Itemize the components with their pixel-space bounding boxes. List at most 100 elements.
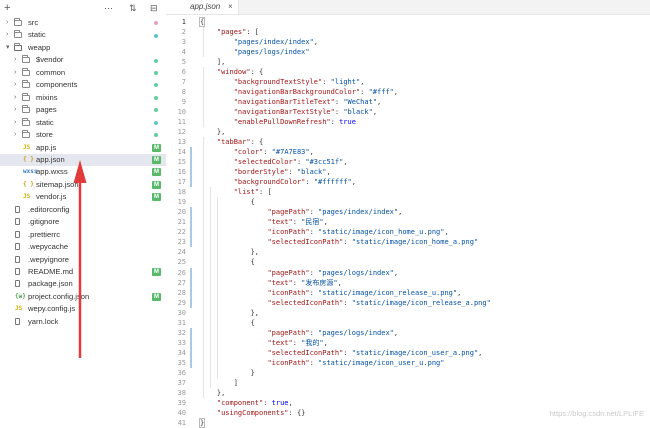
collapse-all-icon[interactable]: ⊟ — [150, 3, 158, 13]
indent-guide — [217, 197, 218, 258]
code-line[interactable]: "iconPath": "static/image/icon_home_u.pn… — [200, 227, 449, 237]
tree-item-gitignore[interactable]: .gitignore — [0, 216, 166, 228]
chevron-right-icon[interactable]: › — [14, 93, 17, 101]
matching-brace: { — [198, 17, 206, 27]
code-line[interactable]: { — [198, 17, 206, 27]
line-number: 24 — [177, 248, 186, 257]
json-string: "pages/index/index" — [233, 38, 314, 47]
tree-item-store[interactable]: ›store — [0, 129, 166, 141]
tree-item-static[interactable]: ›static — [0, 29, 166, 41]
code-line[interactable]: "selectedColor": "#3cc51f", — [200, 157, 348, 167]
tree-item-common[interactable]: ›common — [0, 67, 166, 79]
code-line[interactable]: "enablePullDownRefresh": true — [200, 117, 356, 127]
code-line[interactable]: "pagePath": "pages/index/index", — [200, 207, 402, 217]
tree-item-mixins[interactable]: ›mixins — [0, 92, 166, 104]
chevron-right-icon[interactable]: › — [14, 131, 17, 139]
code-line[interactable]: "pagePath": "pages/logs/index", — [200, 328, 398, 338]
tab-app-json[interactable]: app.json × — [166, 0, 239, 14]
code-line[interactable]: }, — [200, 127, 225, 137]
code-line[interactable]: "component": true, — [200, 398, 293, 408]
json-punctuation: ] — [200, 378, 238, 387]
code-line[interactable]: "pages/index/index", — [200, 37, 318, 47]
status-dot — [154, 120, 158, 125]
code-line[interactable]: }, — [200, 247, 259, 257]
sort-icon[interactable]: ⇅ — [129, 3, 137, 13]
code-line[interactable]: "pages": [ — [200, 27, 259, 37]
json-punctuation: , — [444, 228, 449, 237]
code-line[interactable]: ] — [200, 378, 238, 388]
code-line[interactable]: "text": "我的", — [200, 338, 327, 348]
code-line[interactable]: }, — [200, 308, 259, 318]
code-line[interactable]: "color": "#7A7E83", — [200, 147, 314, 157]
more-icon[interactable]: ⋯ — [104, 3, 113, 13]
tree-item-editorconfig[interactable]: .editorconfig — [0, 204, 166, 216]
tree-item-static[interactable]: ›static — [0, 117, 166, 129]
tree-item-prettierrc[interactable]: .prettierrc — [0, 229, 166, 241]
chevron-down-icon[interactable]: ▾ — [6, 43, 10, 51]
code-line[interactable]: "backgroundColor": "#ffffff", — [200, 177, 356, 187]
new-file-icon[interactable]: + — [4, 2, 11, 14]
json-punctuation: ], — [200, 58, 226, 67]
chevron-right-icon[interactable]: › — [14, 68, 17, 76]
code-line[interactable]: "pages/logs/index" — [200, 47, 310, 57]
code-line[interactable]: "iconPath": "static/image/icon_release_u… — [200, 288, 461, 298]
code-line[interactable]: "navigationBarBackgroundColor": "#fff", — [200, 87, 398, 97]
tree-item-package-json[interactable]: package.json — [0, 278, 166, 290]
tree-item-weapp[interactable]: ▾weapp — [0, 42, 166, 54]
tree-item-pages[interactable]: ›pages — [0, 104, 166, 116]
tree-item-components[interactable]: ›components — [0, 79, 166, 91]
code-line[interactable]: { — [200, 257, 255, 267]
code-line[interactable]: { — [200, 197, 255, 207]
json-key: "pagePath" — [267, 268, 310, 277]
tree-item-src[interactable]: ›src — [0, 17, 166, 29]
json-punctuation: : — [292, 218, 302, 227]
chevron-right-icon[interactable]: › — [14, 118, 17, 126]
json-punctuation: , — [326, 168, 331, 177]
file-icon — [15, 205, 20, 213]
code-line[interactable]: "text": "发布房源", — [200, 278, 341, 288]
code-line[interactable]: }, — [200, 388, 225, 398]
code-line[interactable]: "backgroundTextStyle": "light", — [200, 77, 365, 87]
code-line[interactable]: "navigationBarTextStyle": "black", — [200, 107, 377, 117]
chevron-right-icon[interactable]: › — [14, 81, 17, 89]
code-line[interactable]: "iconPath": "static/image/icon_user_u.pn… — [200, 358, 444, 368]
code-line[interactable]: "pagePath": "pages/logs/index", — [200, 268, 398, 278]
tree-item-yarn-lock[interactable]: yarn.lock — [0, 316, 166, 328]
chevron-right-icon[interactable]: › — [6, 31, 9, 39]
code-line[interactable]: "selectedIconPath": "static/image/icon_h… — [200, 237, 478, 247]
modified-badge: M — [152, 180, 161, 189]
code-line[interactable]: "navigationBarTitleText": "WeChat", — [200, 97, 382, 107]
code-line[interactable]: } — [198, 417, 206, 428]
code-line[interactable]: "tabBar": { — [200, 137, 263, 147]
line-number: 12 — [177, 128, 186, 137]
code-line[interactable]: "selectedIconPath": "static/image/icon_r… — [200, 298, 490, 308]
json-string: "pages/logs/index" — [318, 268, 394, 277]
code-line[interactable]: } — [200, 368, 255, 378]
indent-guide — [217, 257, 218, 318]
chevron-right-icon[interactable]: › — [6, 19, 9, 26]
tree-item-vendor[interactable]: ›$vendor — [0, 54, 166, 66]
chevron-right-icon[interactable]: › — [14, 56, 17, 64]
code-line[interactable]: "list": [ — [200, 187, 272, 197]
code-line[interactable]: { — [200, 318, 255, 328]
chevron-right-icon[interactable]: › — [14, 106, 17, 114]
code-line[interactable]: "selectedIconPath": "static/image/icon_u… — [200, 348, 482, 358]
code-line[interactable]: "usingComponents": {} — [200, 408, 306, 418]
code-line[interactable]: ], — [200, 57, 225, 67]
tree-item-wepyignore[interactable]: .wepyignore — [0, 254, 166, 266]
close-icon[interactable]: × — [228, 2, 233, 11]
code-line[interactable]: "borderStyle": "black", — [200, 167, 331, 177]
tree-item-wepycache[interactable]: .wepycache — [0, 241, 166, 253]
json-string: "我的" — [301, 338, 324, 347]
folder-icon — [22, 67, 30, 76]
code-line[interactable]: "window": { — [200, 67, 263, 77]
code-line[interactable]: "text": "民宿", — [200, 217, 327, 227]
